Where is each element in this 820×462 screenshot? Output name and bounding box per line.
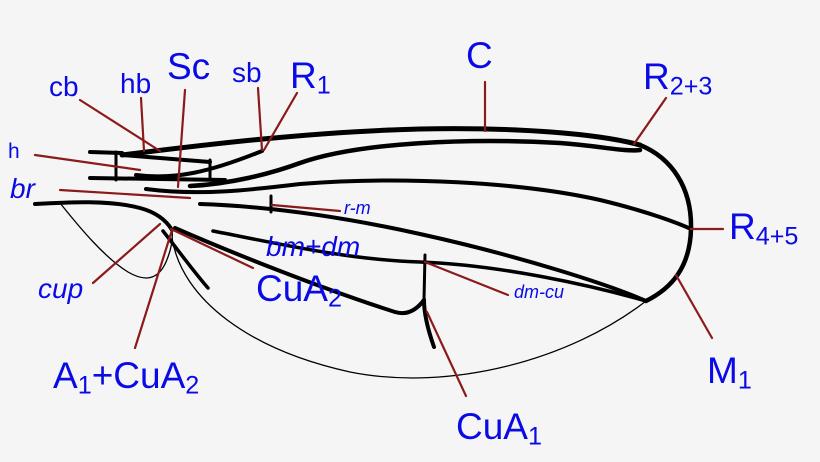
label-r1: R1: [290, 55, 331, 100]
vein-r4-5: [198, 202, 648, 303]
label-rm: r-m: [344, 198, 371, 218]
basal-cell-top: [120, 153, 212, 164]
label-br: br: [10, 173, 35, 204]
label-r23: R2+3: [643, 56, 713, 101]
label-sc: Sc: [167, 46, 211, 87]
leader-cup: [91, 222, 162, 285]
leader-r23: [632, 96, 668, 146]
vein-subcosta: [134, 149, 264, 179]
leader-m1: [674, 273, 714, 340]
basal-cell-bottom: [88, 176, 227, 182]
vein-r1: [187, 138, 643, 189]
leader-dmcu: [423, 260, 510, 297]
vein-cua1: [422, 298, 436, 349]
label-hb: hb: [120, 68, 152, 99]
label-c: C: [466, 35, 493, 76]
humeral-crossvein: [88, 150, 124, 155]
leader-br: [58, 188, 192, 200]
leader-line-group: [33, 80, 725, 398]
label-bmdm: bm+dm: [266, 231, 361, 262]
label-sb: sb: [232, 57, 262, 88]
vein-r2-3: [144, 178, 693, 231]
vein-anal: [161, 229, 210, 290]
leader-cua1: [425, 310, 468, 398]
wing-trailing-margin: [171, 237, 647, 379]
vein-costa-leading: [119, 126, 643, 158]
leader-h: [33, 153, 142, 172]
anal-lobe-margin: [59, 202, 173, 279]
label-cua1: CuA1: [456, 406, 542, 451]
leader-hb: [139, 96, 146, 153]
vein-group: [33, 126, 694, 379]
leader-sc: [176, 88, 187, 189]
label-dmcu: dm-cu: [514, 282, 565, 302]
leader-cb: [78, 98, 162, 153]
leader-cua2: [169, 227, 255, 270]
label-m1: M1: [707, 350, 752, 395]
vein-m: [211, 229, 648, 303]
leader-sb: [256, 86, 264, 152]
leader-rm: [270, 203, 342, 213]
label-cup: cup: [38, 273, 84, 304]
label-cua2: CuA2: [256, 268, 342, 313]
label-cb: cb: [49, 71, 79, 102]
vein-costal-tip-arc: [637, 142, 694, 304]
leader-r1: [262, 91, 299, 152]
vein-cua2: [173, 226, 426, 316]
base-lower-margin: [33, 200, 174, 232]
label-r45: R4+5: [729, 206, 799, 251]
label-a1cua2: A1+CuA2: [53, 355, 200, 400]
label-h: h: [8, 140, 20, 163]
leader-a1cua2: [133, 228, 174, 350]
